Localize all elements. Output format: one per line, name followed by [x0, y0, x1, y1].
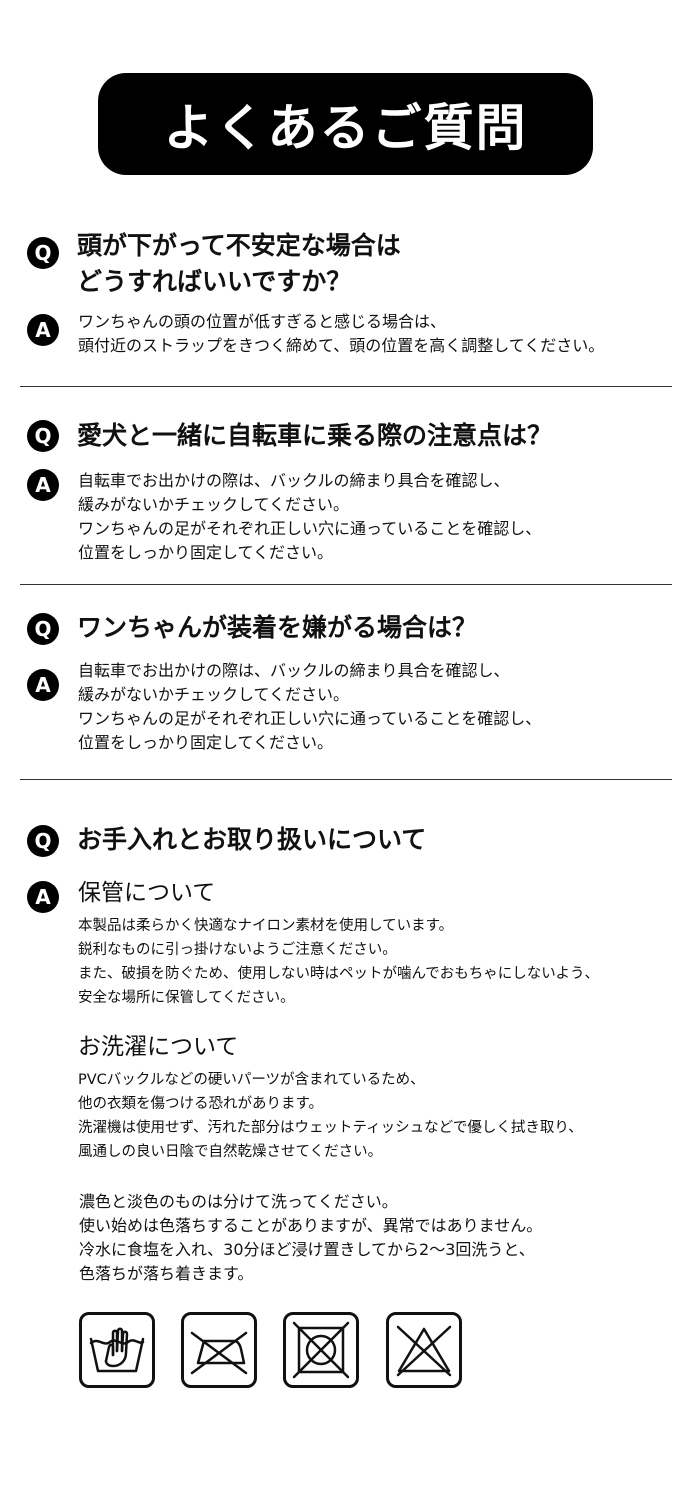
color-note-line: 色落ちが落ち着きます。 [79, 1264, 254, 1283]
faq-4-question: お手入れとお取り扱いについて [77, 822, 426, 858]
storage-line: 鋭利なものに引っ掛けないようご注意ください。 [78, 942, 397, 958]
storage-heading: 保管について [78, 880, 216, 906]
washing-line: 洗濯機は使用せず、汚れた部分はウェットティッシュなどで優しく拭き取り、 [78, 1120, 583, 1136]
faq-3-question: ワンちゃんが装着を嫌がる場合は？ [77, 610, 477, 646]
page-title-banner: よくあるご質問 [98, 73, 593, 175]
answer-badge: A [27, 314, 59, 346]
section-divider [20, 779, 672, 780]
storage-line: また、破損を防ぐため、使用しない時はペットが噛んでおもちゃにしないよう、 [78, 966, 599, 982]
answer-badge: A [27, 881, 59, 913]
washing-text: PVCバックルなどの硬いパーツが含まれているため、 他の衣類を傷つける恐れがあり… [78, 1068, 583, 1164]
question-badge: Q [27, 420, 59, 452]
faq-3-answer: 自転車でお出かけの際は、バックルの締まり具合を確認し、 緩みがないかチェックして… [78, 659, 541, 755]
storage-line: 本製品は柔らかく快適なナイロン素材を使用しています。 [78, 918, 454, 934]
faq-2-answer-line: 緩みがないかチェックしてください。 [78, 495, 350, 514]
faq-3-answer-line: ワンちゃんの足がそれぞれ正しい穴に通っていることを確認し、 [78, 709, 542, 728]
hand-wash-icon [79, 1312, 155, 1388]
faq-2-answer-line: 自転車でお出かけの際は、バックルの締まり具合を確認し、 [78, 471, 510, 490]
washing-heading: お洗濯について [78, 1034, 239, 1060]
washing-line: 風通しの良い日陰で自然乾燥させてください。 [78, 1144, 383, 1160]
color-note-line: 冷水に食塩を入れ、30分ほど浸け置きしてから2～3回洗うと、 [79, 1240, 535, 1259]
no-bleach-icon [386, 1312, 462, 1388]
faq-2-answer: 自転車でお出かけの際は、バックルの締まり具合を確認し、 緩みがないかチェックして… [78, 469, 541, 565]
faq-2-answer-line: ワンちゃんの足がそれぞれ正しい穴に通っていることを確認し、 [78, 519, 542, 538]
faq-4-question-line: お手入れとお取り扱いについて [77, 825, 427, 854]
color-note-line: 使い始めは色落ちすることがありますが、異常ではありません。 [79, 1216, 543, 1235]
faq-1-answer-line: ワンちゃんの頭の位置が低すぎると感じる場合は、 [78, 312, 447, 331]
question-badge: Q [27, 825, 59, 857]
faq-1-question-line: 頭が下がって不安定な場合は [77, 231, 401, 260]
faq-3-question-line: ワンちゃんが装着を嫌がる場合は？ [77, 613, 478, 642]
page-title: よくあるご質問 [163, 99, 528, 157]
section-divider [20, 386, 672, 387]
question-badge: Q [27, 613, 59, 645]
faq-1-question: 頭が下がって不安定な場合は どうすればいいですか？ [77, 228, 401, 300]
storage-line: 安全な場所に保管してください。 [78, 990, 295, 1006]
no-ironing-icon [181, 1312, 257, 1388]
faq-3-answer-line: 緩みがないかチェックしてください。 [78, 685, 350, 704]
answer-badge: A [27, 669, 59, 701]
section-divider [20, 584, 672, 585]
faq-1-answer: ワンちゃんの頭の位置が低すぎると感じる場合は、 頭付近のストラップをきつく締めて… [78, 310, 604, 358]
answer-badge: A [27, 469, 59, 501]
no-tumble-dry-icon [283, 1312, 359, 1388]
faq-2-question-line: 愛犬と一緒に自転車に乗る際の注意点は？ [77, 421, 553, 450]
faq-2-answer-line: 位置をしっかり固定してください。 [78, 543, 334, 562]
faq-1-question-line: どうすればいいですか？ [77, 267, 352, 296]
storage-text: 本製品は柔らかく快適なナイロン素材を使用しています。 鋭利なものに引っ掛けないよ… [78, 914, 599, 1010]
faq-1-answer-line: 頭付近のストラップをきつく締めて、頭の位置を高く調整してください。 [78, 336, 605, 355]
question-badge: Q [27, 237, 59, 269]
color-note: 濃色と淡色のものは分けて洗ってください。 使い始めは色落ちすることがありますが、… [79, 1190, 542, 1286]
washing-line: PVCバックルなどの硬いパーツが含まれているため、 [78, 1072, 425, 1088]
faq-3-answer-line: 位置をしっかり固定してください。 [78, 733, 334, 752]
faq-3-answer-line: 自転車でお出かけの際は、バックルの締まり具合を確認し、 [78, 661, 510, 680]
washing-line: 他の衣類を傷つける恐れがあります。 [78, 1096, 324, 1112]
color-note-line: 濃色と淡色のものは分けて洗ってください。 [79, 1192, 398, 1211]
faq-2-question: 愛犬と一緒に自転車に乗る際の注意点は？ [77, 418, 552, 454]
